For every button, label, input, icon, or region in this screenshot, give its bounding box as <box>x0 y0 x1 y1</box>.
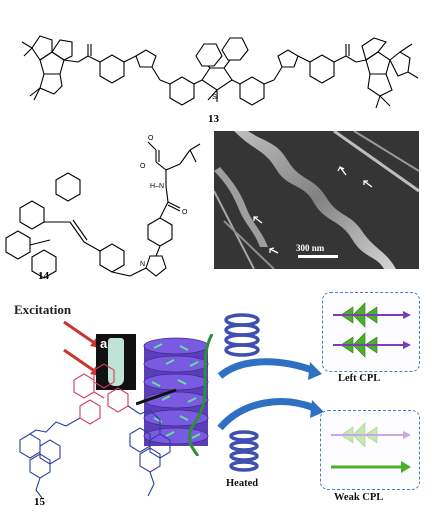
left-cpl-box <box>322 292 420 372</box>
heated-label: Heated <box>226 478 259 489</box>
scale-bar <box>298 255 338 258</box>
twisted-nanoribbons <box>214 131 419 269</box>
svg-text:O: O <box>140 163 146 170</box>
scale-bar-label: 300 nm <box>296 243 325 253</box>
compound-14-label: 14 <box>38 270 49 282</box>
helix-icon-lower <box>229 430 259 472</box>
svg-text:N: N <box>140 261 145 268</box>
svg-text:H–N: H–N <box>150 183 164 190</box>
svg-text:Si: Si <box>212 94 219 101</box>
glowing-vial <box>108 338 124 386</box>
polymer-15-structure <box>19 363 171 499</box>
excitation-label: Excitation <box>14 302 72 317</box>
compound-13-label: 13 <box>208 113 219 125</box>
weak-cpl-label: Weak CPL <box>334 492 384 503</box>
weak-cpl-box <box>320 410 420 490</box>
compound-15-label: 15 <box>34 496 45 508</box>
sem-micrograph: 300 nm <box>214 131 419 269</box>
compound-14-structure: O O O H–N N <box>5 135 201 279</box>
vial-photo: a <box>96 334 136 390</box>
vial-letter: a <box>100 336 108 351</box>
helix-icon-upper <box>224 313 260 357</box>
left-cpl-label: Left CPL <box>338 373 381 384</box>
helical-assembly <box>136 334 214 456</box>
compound-13-structure: Si <box>21 35 419 109</box>
transition-arrows <box>217 313 324 472</box>
svg-text:O: O <box>182 209 188 216</box>
svg-text:O: O <box>148 135 154 142</box>
